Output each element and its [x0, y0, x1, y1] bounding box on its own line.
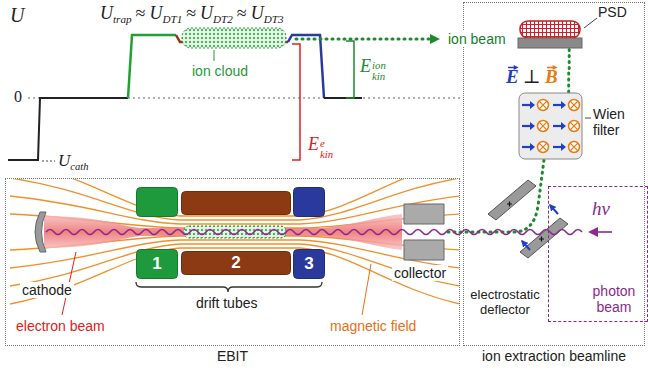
photon-arrow	[588, 227, 598, 237]
tube-piece	[182, 252, 291, 275]
ion-energy: Eionkin	[360, 56, 386, 82]
filter-housing	[519, 93, 582, 159]
formula-symbol: E	[360, 56, 371, 76]
part-label: electrostatic deflector	[465, 288, 545, 318]
drift-tube: 2	[181, 191, 291, 275]
formula-symbol: ≈	[237, 3, 247, 23]
electric-field-arrow	[522, 143, 535, 151]
tube-piece	[294, 250, 325, 279]
leader-line	[214, 50, 215, 61]
part-label: ion cloud	[190, 63, 250, 79]
axis-value: 0	[12, 88, 24, 106]
field-vectors: E⊥B	[506, 66, 558, 88]
photon-wave	[46, 230, 582, 235]
energy-bracket	[346, 41, 354, 98]
script-stack: ionkin	[372, 60, 386, 83]
detector-box: PSD	[518, 20, 582, 48]
callout-number: 1	[136, 249, 178, 279]
callout-number: 3	[293, 249, 325, 279]
ground-line	[324, 97, 362, 99]
tube-piece	[182, 192, 291, 215]
formula-symbol: U	[100, 3, 113, 23]
photon-symbol: hν	[590, 198, 612, 220]
energy-bracket	[292, 44, 300, 160]
node-label: photon beam	[585, 283, 643, 315]
electron-energy: Eekin	[308, 134, 333, 160]
magnetic-field-symbol	[569, 100, 580, 111]
formula-subscript: DT3	[264, 13, 284, 25]
detector-grid	[520, 21, 580, 38]
bracket	[136, 282, 322, 292]
part-label: electron beam	[14, 318, 107, 334]
ion-beam-arrow	[296, 38, 438, 41]
magnetic-field-symbol	[569, 121, 580, 132]
formula-subscript: cath	[70, 161, 88, 172]
electric-field-arrow	[553, 122, 566, 130]
part-label: magnetic field	[328, 318, 418, 334]
drift-tube: 3	[293, 187, 325, 279]
deflector-plates	[488, 180, 568, 258]
detector-base	[518, 38, 582, 48]
formula-symbol: ≈	[186, 3, 196, 23]
cathode-potential-line	[8, 98, 128, 160]
electric-field-arrow	[553, 101, 566, 109]
part-label: collector	[392, 265, 448, 281]
formula-symbol: ⊥	[523, 66, 541, 87]
cathode-potential: Ucath	[58, 151, 88, 173]
drift-tube: 1	[136, 187, 178, 279]
formula-symbol: B	[545, 66, 558, 87]
formula-symbol: ≈	[136, 3, 146, 23]
part-label: cathode	[20, 282, 74, 298]
leader-line	[362, 264, 371, 315]
tube1-potential	[128, 35, 176, 98]
script-stack: ekin	[320, 138, 333, 161]
formula-symbol: E	[308, 134, 319, 154]
detector-box-outline	[518, 20, 582, 48]
formula-symbol: U	[251, 3, 264, 23]
formula-script: kin	[372, 71, 386, 82]
node-label: Wien filter	[593, 106, 639, 138]
electric-field-arrow	[522, 101, 535, 109]
formula-symbol: E	[506, 66, 519, 87]
ion-cloud	[182, 28, 286, 48]
node-label: ion extraction beamline	[464, 348, 644, 364]
leader-line	[42, 161, 55, 162]
magnetic-field-lines	[10, 179, 459, 304]
formula-symbol: U	[149, 3, 162, 23]
callout-number: 2	[181, 251, 291, 275]
formula-subscript: DT2	[213, 13, 233, 25]
potential-plot	[8, 28, 460, 161]
formula-symbol: U	[200, 3, 213, 23]
wien-filter-box: Wien filter	[518, 92, 583, 160]
part-label: drift tubes	[194, 295, 259, 311]
magnetic-field-symbol	[569, 142, 580, 153]
tube-piece	[294, 188, 325, 217]
part-label: ion beam	[446, 31, 508, 47]
node-label: EBIT	[6, 348, 459, 364]
formula-subscript: DT1	[162, 13, 182, 25]
formula-symbol: U	[58, 151, 70, 170]
axis-label: U	[8, 4, 26, 27]
leader-line	[584, 18, 597, 28]
leader-line	[585, 118, 591, 119]
formula-script: e	[320, 138, 333, 149]
tube-piece	[137, 250, 178, 279]
electric-field-arrow	[553, 143, 566, 151]
magnetic-field-symbol	[538, 121, 549, 132]
cathode-shape	[35, 212, 46, 252]
tube-piece	[137, 188, 178, 217]
formula-script: ion	[372, 60, 386, 71]
wien-filter-box-outline	[518, 92, 583, 160]
formula-script: kin	[320, 149, 333, 160]
node-label: PSD	[598, 4, 627, 20]
photon-arrow	[598, 231, 612, 233]
electric-field-arrow	[522, 122, 535, 130]
ion-beam-connector	[567, 48, 571, 92]
formula-subscript: trap	[113, 13, 132, 25]
magnetic-field-symbol	[538, 142, 549, 153]
potential-formula: Utrap≈UDT1≈UDT2≈UDT3	[100, 3, 284, 26]
magnetic-field-symbol	[538, 100, 549, 111]
